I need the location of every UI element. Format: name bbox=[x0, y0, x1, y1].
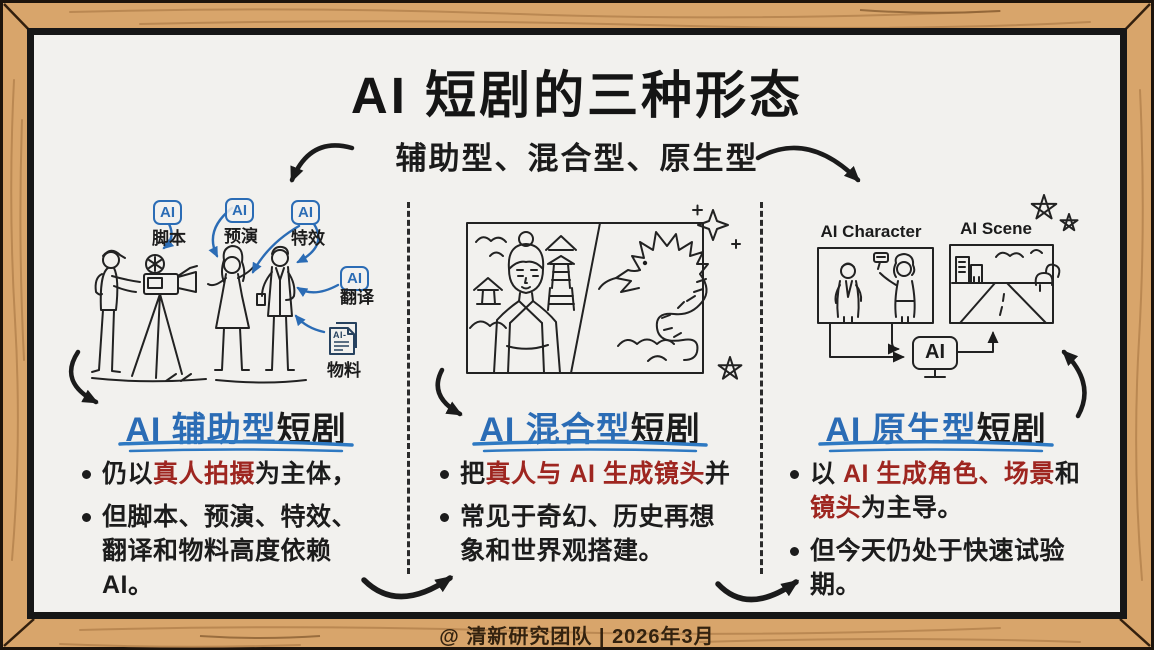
shadow-hatch bbox=[165, 373, 192, 382]
ai-document-icon bbox=[329, 322, 357, 355]
subtitle-left-arrow-icon bbox=[289, 143, 355, 183]
page-subtitle: 辅助型、混合型、原生型 bbox=[395, 141, 759, 176]
bullet-text-segment: 并 bbox=[704, 460, 731, 488]
bullet-text-segment: 为主体， bbox=[255, 460, 358, 488]
column-divider-2 bbox=[760, 202, 763, 574]
street-scene bbox=[951, 249, 1061, 324]
bullet-text-segment: 但今天仍处于快速试验期。 bbox=[810, 537, 1066, 599]
bullet-text-segment: 常见于奇幻、历史再想象和世界观搭建。 bbox=[460, 503, 716, 565]
star-doodle-icon bbox=[717, 356, 743, 380]
footer-credit: @ 清新研究团队 | 2026年3月 bbox=[439, 626, 715, 648]
page-title: AI 短剧的三种形态 bbox=[350, 67, 804, 124]
film-set-illustration bbox=[91, 206, 340, 384]
bullet-item: 但脚本、预演、特效、翻译和物料高度依赖 AI。 bbox=[82, 500, 372, 602]
column3-up-arrow-icon bbox=[1061, 349, 1087, 419]
actress-figure bbox=[207, 245, 255, 371]
ai-badge-vfx: AI bbox=[291, 200, 320, 225]
doc-icon-text: AI- bbox=[333, 330, 347, 340]
column2-heading-arrow-icon bbox=[435, 367, 463, 417]
character-pair bbox=[834, 252, 916, 323]
badge-label-script: 脚本 bbox=[152, 229, 186, 248]
sparkle-icons bbox=[692, 204, 741, 249]
ai-badge-script: AI bbox=[153, 200, 182, 225]
bullet-text-emphasis: 真人拍摄 bbox=[153, 460, 256, 488]
bullet-text-emphasis: 镜头 bbox=[810, 494, 862, 522]
ai-badge-previz: AI bbox=[225, 198, 254, 223]
bullet-text-segment: 为主导。 bbox=[861, 494, 964, 522]
bullet-item: 但今天仍处于快速试验期。 bbox=[790, 534, 1085, 602]
bottom-arrow-2-icon bbox=[715, 579, 800, 603]
bullet-item: 以 AI 生成角色、场景和镜头为主导。 bbox=[790, 457, 1085, 525]
storyboard-frame bbox=[466, 222, 704, 374]
ai-character-label: AI Character bbox=[820, 222, 922, 241]
column2-bullets: 把真人与 AI 生成镜头并 常见于奇幻、历史再想象和世界观搭建。 bbox=[440, 457, 732, 577]
cameraman-figure bbox=[91, 249, 141, 373]
column3-bullets: 以 AI 生成角色、场景和镜头为主导。 但今天仍处于快速试验期。 bbox=[790, 457, 1085, 611]
badge-label-vfx: 特效 bbox=[291, 229, 325, 248]
column1-heading: AI 辅助型短剧 bbox=[125, 402, 346, 451]
whiteboard bbox=[27, 28, 1127, 619]
bullet-text-segment: 仍以 bbox=[102, 460, 154, 488]
ai-badge-translate: AI bbox=[340, 266, 369, 291]
ai-scene-label: AI Scene bbox=[960, 219, 1032, 238]
bullet-text-segment: 把 bbox=[460, 460, 486, 488]
ground-line bbox=[91, 377, 307, 384]
pagoda-scenery bbox=[469, 235, 577, 329]
bullet-text-emphasis: AI 生成角色、场景 bbox=[842, 460, 1055, 488]
column1-underline bbox=[118, 439, 354, 453]
column3-underline bbox=[818, 439, 1054, 453]
ai-generation-illustration bbox=[817, 194, 1079, 378]
bullet-dot bbox=[790, 470, 799, 479]
column-divider-1 bbox=[407, 202, 410, 574]
column1-bullets: 仍以真人拍摄为主体， 但脚本、预演、特效、翻译和物料高度依赖 AI。 bbox=[82, 457, 372, 611]
bullet-dot bbox=[440, 513, 449, 522]
bullet-dot bbox=[82, 470, 91, 479]
bullet-text-segment: 以 bbox=[810, 460, 843, 488]
column2-underline bbox=[472, 439, 708, 453]
fantasy-frame-illustration bbox=[466, 204, 743, 380]
bullet-text-emphasis: 真人与 AI 生成镜头 bbox=[485, 460, 705, 488]
bullet-text-segment: 但脚本、预演、特效、翻译和物料高度依赖 AI。 bbox=[102, 503, 358, 599]
star-doodle-icons bbox=[1030, 194, 1079, 232]
ai-monitor-label: AI bbox=[925, 341, 945, 363]
bullet-item: 常见于奇幻、历史再想象和世界观搭建。 bbox=[440, 500, 732, 568]
hanfu-character bbox=[493, 231, 561, 374]
badge-label-previz: 预演 bbox=[224, 227, 258, 246]
subtitle-right-arrow-icon bbox=[755, 145, 861, 183]
bottom-arrow-1-icon bbox=[361, 575, 454, 600]
camera-tripod bbox=[131, 254, 198, 379]
bullet-text-segment: 和 bbox=[1054, 460, 1081, 488]
column1-heading-arrow-icon bbox=[68, 349, 99, 405]
badge-label-assets: 物料 bbox=[327, 361, 361, 380]
bullet-item: 把真人与 AI 生成镜头并 bbox=[440, 457, 732, 491]
bullet-dot bbox=[440, 470, 449, 479]
flow-arrows bbox=[829, 322, 999, 363]
badge-label-translate: 翻译 bbox=[340, 288, 374, 307]
character-box bbox=[817, 247, 934, 324]
bullet-item: 仍以真人拍摄为主体， bbox=[82, 457, 372, 491]
actor-figure bbox=[256, 245, 296, 371]
bullet-dot bbox=[82, 513, 91, 522]
split-line bbox=[570, 222, 601, 374]
dragon-figure bbox=[598, 231, 709, 362]
bullet-dot bbox=[790, 547, 799, 556]
